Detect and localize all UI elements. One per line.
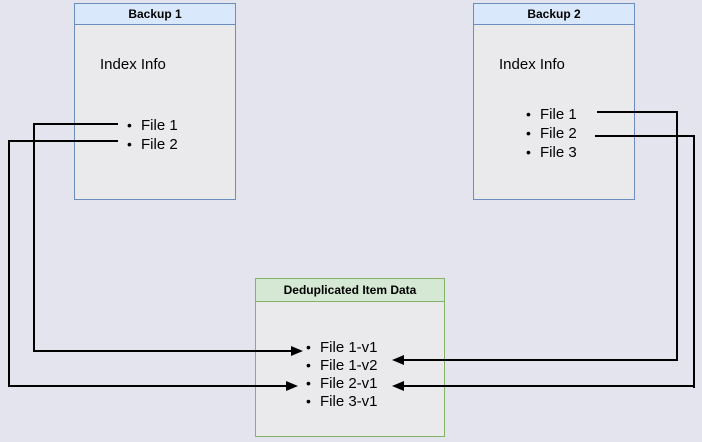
backup1-file1-item: File 1	[127, 116, 178, 135]
connector-segment	[597, 111, 678, 113]
arrowhead-right-icon	[291, 346, 303, 356]
dedup-file1v2-item: File 1-v2	[306, 356, 378, 374]
backup1-header: Backup 1	[75, 4, 235, 25]
arrowhead-left-icon	[392, 381, 404, 391]
connector-segment	[8, 385, 286, 387]
dedup-box: Deduplicated Item Data File 1-v1 File 1-…	[255, 278, 445, 437]
arrowhead-right-icon	[286, 381, 298, 391]
dedup-file2v1-item: File 2-v1	[306, 374, 378, 392]
dedup-file1v1-item: File 1-v1	[306, 338, 378, 356]
connector-segment	[33, 123, 118, 125]
connector-segment	[8, 140, 118, 142]
dedup-file3v1-item: File 3-v1	[306, 392, 378, 410]
connector-segment	[8, 140, 10, 387]
dedup-file-list: File 1-v1 File 1-v2 File 2-v1 File 3-v1	[306, 338, 378, 410]
connector-segment	[33, 123, 35, 352]
backup2-index-info-label: Index Info	[499, 56, 565, 73]
backup2-box: Backup 2 Index Info File 1 File 2 File 3	[473, 3, 635, 200]
connector-segment	[595, 135, 695, 137]
dedup-header: Deduplicated Item Data	[256, 279, 444, 302]
connector-segment	[33, 350, 291, 352]
backup1-file-list: File 1 File 2	[127, 116, 178, 154]
backup2-file-list: File 1 File 2 File 3	[526, 105, 577, 162]
backup1-file2-item: File 2	[127, 135, 178, 154]
arrowhead-left-icon	[392, 355, 404, 365]
backup2-file1-item: File 1	[526, 105, 577, 124]
connector-segment	[404, 385, 695, 387]
connector-segment	[693, 135, 695, 388]
backup2-file2-item: File 2	[526, 124, 577, 143]
backup2-file3-item: File 3	[526, 143, 577, 162]
connector-segment	[404, 359, 678, 361]
backup1-box: Backup 1 Index Info File 1 File 2	[74, 3, 236, 200]
backup1-index-info-label: Index Info	[100, 56, 166, 73]
backup2-header: Backup 2	[474, 4, 634, 25]
connector-segment	[676, 111, 678, 361]
